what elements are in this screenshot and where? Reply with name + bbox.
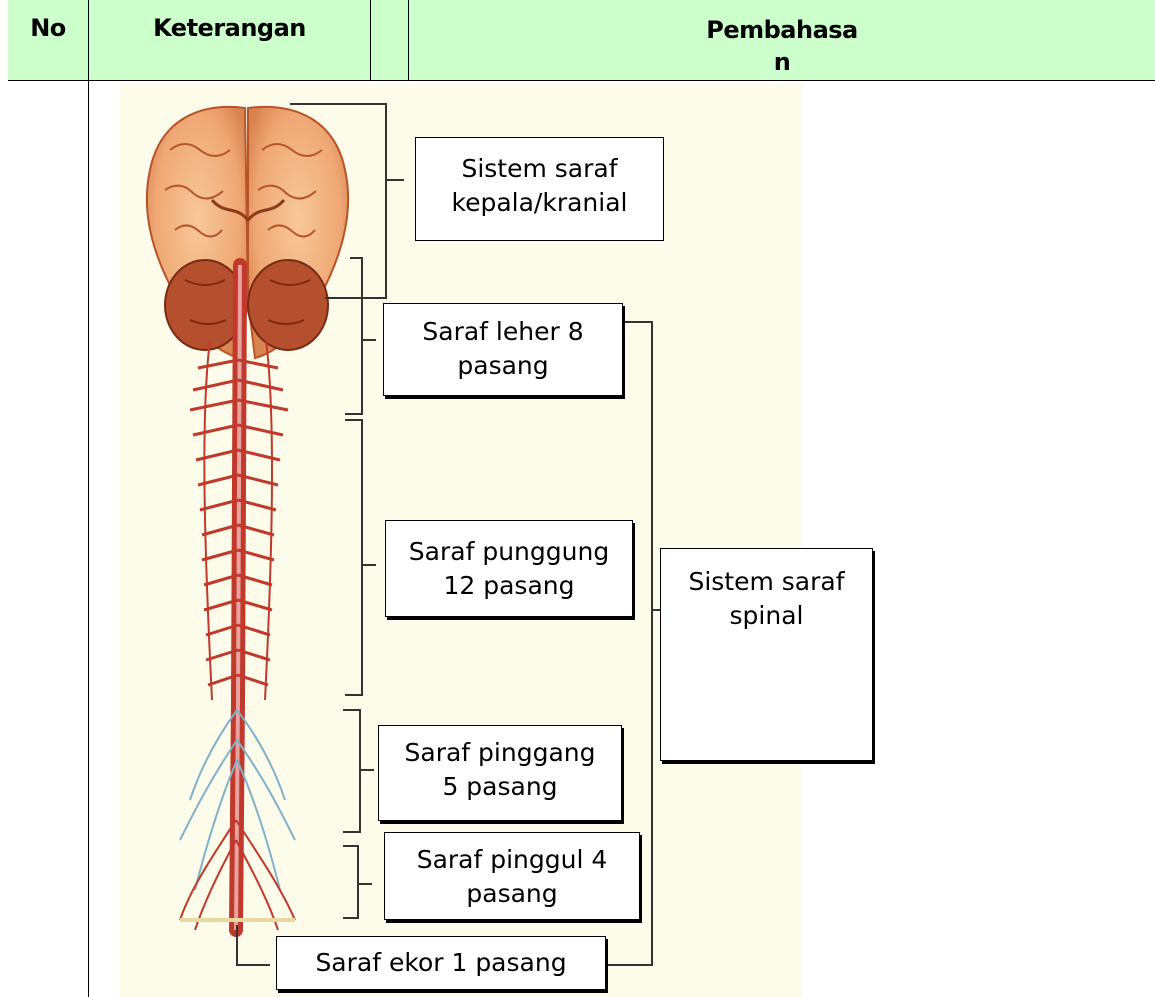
label-hip-line1: Saraf pinggul 4 — [385, 843, 639, 877]
label-hip-line2: pasang — [385, 877, 639, 911]
label-spinal-line1: Sistem saraf — [661, 565, 872, 599]
label-neck-line1: Saraf leher 8 — [384, 315, 622, 349]
label-back-line2: 12 pasang — [386, 569, 632, 603]
label-cranial-line1: Sistem saraf — [416, 152, 663, 186]
label-back-line1: Saraf punggung — [386, 535, 632, 569]
label-cranial: Sistem saraf kepala/kranial — [415, 137, 664, 241]
label-hip: Saraf pinggul 4 pasang — [384, 832, 640, 920]
label-tail: Saraf ekor 1 pasang — [276, 936, 606, 990]
label-tail-line1: Saraf ekor 1 pasang — [277, 946, 605, 980]
label-waist: Saraf pinggang 5 pasang — [378, 725, 622, 821]
label-waist-line1: Saraf pinggang — [379, 736, 621, 770]
label-spinal: Sistem saraf spinal — [660, 548, 873, 761]
brain — [147, 107, 348, 358]
label-back: Saraf punggung 12 pasang — [385, 520, 633, 617]
spinal-cord — [236, 265, 240, 930]
label-waist-line2: 5 pasang — [379, 770, 621, 804]
label-neck: Saraf leher 8 pasang — [383, 303, 623, 396]
label-spinal-line2: spinal — [661, 599, 872, 633]
label-neck-line2: pasang — [384, 349, 622, 383]
label-cranial-line2: kepala/kranial — [416, 186, 663, 220]
